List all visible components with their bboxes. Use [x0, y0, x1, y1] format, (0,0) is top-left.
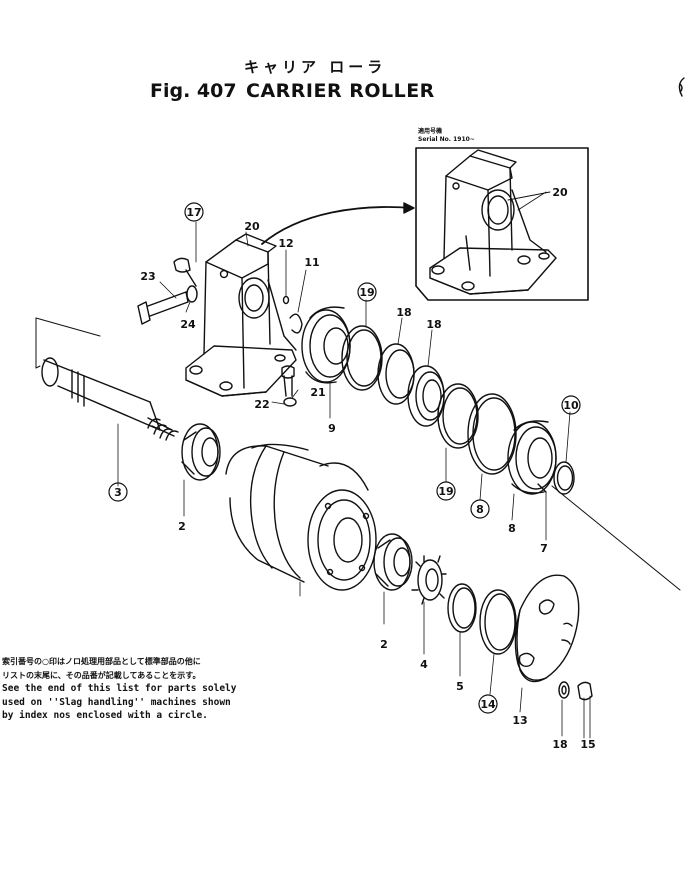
label-18a: 18 — [396, 306, 411, 319]
edge-mark — [678, 77, 685, 97]
pin-12 — [282, 249, 290, 305]
note-en-line1: See the end of this list for parts solel… — [2, 683, 237, 694]
label-9: 9 — [328, 422, 336, 435]
bracket-20 — [185, 233, 297, 397]
svg-text:8: 8 — [476, 503, 484, 516]
o-ring-10 — [553, 411, 575, 495]
label-15: 15 — [580, 738, 595, 751]
label-24: 24 — [180, 318, 196, 331]
svg-text:10: 10 — [563, 399, 579, 412]
inset-arrow — [261, 206, 413, 245]
washer-18c — [558, 681, 570, 737]
o-ring-14 — [479, 589, 517, 695]
label-18b: 18 — [426, 318, 441, 331]
note-en-line3: by index nos enclosed with a circle. — [2, 710, 208, 721]
seal-18b — [407, 329, 445, 427]
o-ring-5 — [447, 583, 477, 677]
bolt-15 — [577, 681, 593, 739]
label-20a: 20 — [244, 220, 260, 233]
label-11: 11 — [304, 256, 319, 269]
label-4: 4 — [420, 658, 428, 671]
label-17: 17 — [184, 202, 204, 222]
label-2b: 2 — [380, 638, 388, 651]
inset-frame — [415, 147, 589, 301]
title-english: CARRIER ROLLER — [246, 80, 435, 102]
bearing-2-lower — [373, 533, 413, 625]
inset-arrowhead — [403, 202, 415, 214]
svg-text:19: 19 — [359, 286, 374, 299]
roller-body — [225, 443, 377, 597]
label-20b: 20 — [552, 186, 568, 199]
label-19a: 19 — [357, 282, 377, 302]
note-jp-line2: リストの末尾に、その品番が記載してあることを示す。 — [2, 670, 201, 680]
figure-number: Fig. 407 — [150, 80, 237, 102]
svg-text:3: 3 — [114, 486, 122, 499]
label-7: 7 — [540, 542, 548, 555]
bolt-17 — [173, 257, 197, 287]
svg-text:17: 17 — [186, 206, 201, 219]
label-21: 21 — [310, 386, 325, 399]
footnotes: 索引番号の○印はノロ処理用部品として標準部品の他に リストの末尾に、その品番が記… — [2, 655, 262, 723]
label-2a: 2 — [178, 520, 186, 533]
label-14: 14 — [478, 694, 498, 714]
label-10: 10 — [561, 395, 581, 415]
svg-text:14: 14 — [480, 698, 496, 711]
label-23: 23 — [140, 270, 155, 283]
collar-8b — [507, 420, 557, 521]
part-labels: 17 20 12 11 23 24 19 18 18 21 22 9 10 3 … — [108, 186, 596, 751]
o-ring-19-lower — [437, 383, 479, 483]
note-en-line2: used on ''Slag handling'' machines shown — [2, 696, 231, 708]
svg-text:19: 19 — [438, 485, 453, 498]
inset-note-line2: Serial No. 1910~ — [418, 136, 475, 143]
label-12: 12 — [278, 237, 293, 250]
label-8a: 8 — [470, 499, 490, 519]
label-8b: 8 — [508, 522, 516, 535]
nut-4 — [411, 555, 447, 655]
leader-lines — [159, 191, 547, 405]
inset-serial-note: 適用号機 Serial No. 1910~ — [418, 128, 475, 144]
note-jp-line1: 索引番号の○印はノロ処理用部品として標準部品の他に — [2, 657, 201, 666]
bearing-2-upper — [181, 423, 221, 517]
title-japanese: キャリア ローラ — [244, 58, 387, 76]
label-18c: 18 — [552, 738, 567, 751]
cover-13 — [514, 574, 580, 713]
seal-9 — [301, 306, 351, 419]
inset-note-line1: 適用号機 — [418, 128, 443, 135]
shaft-3 — [35, 317, 179, 487]
label-3: 3 — [108, 482, 128, 502]
bolt-21 — [281, 365, 295, 397]
washer-24 — [186, 285, 198, 303]
inset-bracket-drawing — [429, 149, 557, 295]
pin-7 — [537, 483, 681, 591]
label-22: 22 — [254, 398, 269, 411]
label-5: 5 — [456, 680, 464, 693]
label-19b: 19 — [436, 481, 456, 501]
o-ring-8 — [467, 393, 517, 501]
label-13: 13 — [512, 714, 527, 727]
snap-ring-11 — [289, 269, 307, 334]
washer-22 — [283, 397, 297, 407]
